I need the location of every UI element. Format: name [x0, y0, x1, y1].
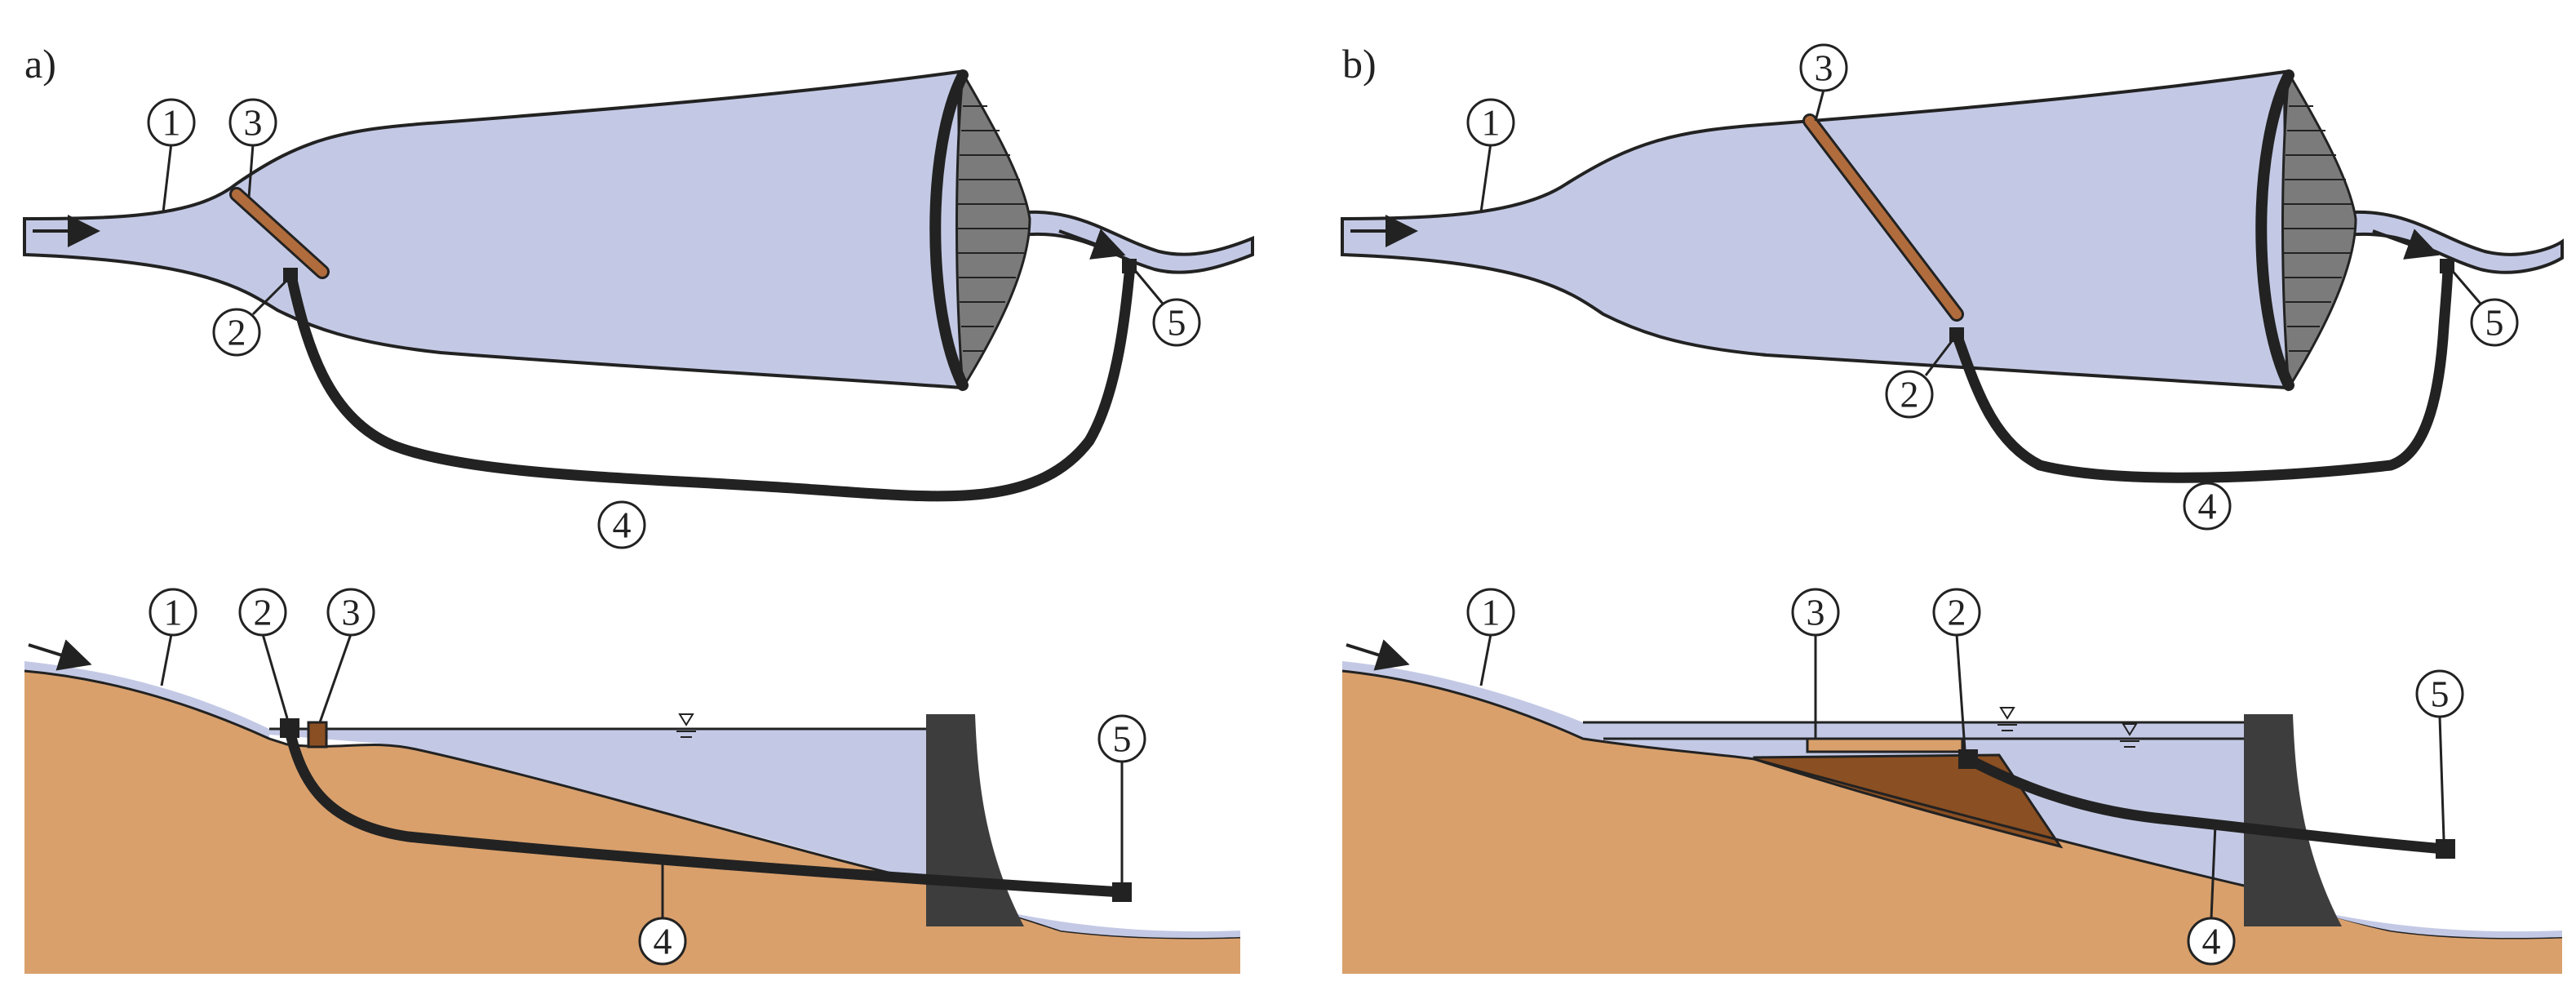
panel-b-section: 1 3 2 5 4: [1341, 588, 2563, 974]
svg-text:1: 1: [164, 592, 183, 633]
pipe-outlet-section-b: [2436, 839, 2455, 859]
marker-1-section: 1: [149, 588, 197, 686]
marker-4-section-b: 4: [2187, 824, 2236, 966]
svg-text:1: 1: [1482, 592, 1501, 633]
svg-text:3: 3: [1807, 592, 1825, 633]
svg-text:2: 2: [1948, 592, 1966, 633]
pipe-outlet-section: [1112, 882, 1132, 902]
svg-text:3: 3: [1815, 47, 1833, 89]
panel-a-label: a): [24, 41, 56, 87]
water-level-symbol-high: [1997, 707, 2017, 731]
svg-text:5: 5: [1168, 302, 1186, 344]
svg-text:2: 2: [254, 592, 273, 633]
marker-2-b: 2: [1885, 340, 1953, 419]
svg-text:5: 5: [1113, 718, 1132, 760]
water-level-symbol-low: [2120, 723, 2139, 748]
marker-1: 1: [147, 98, 196, 213]
dam-spillway-shade-b: [2281, 69, 2357, 392]
panel-b-label: b): [1342, 41, 1377, 87]
svg-text:2: 2: [1900, 374, 1919, 415]
svg-text:4: 4: [2202, 921, 2221, 962]
log-boom-b: [1805, 116, 1962, 319]
pipe-intake-b: [1949, 327, 1964, 342]
marker-3-section-b: 3: [1791, 588, 1840, 739]
pipe-intake-section-b: [1958, 749, 1978, 769]
svg-text:5: 5: [2431, 673, 2450, 715]
svg-text:3: 3: [342, 592, 361, 633]
log-boom-section: [307, 721, 328, 748]
tailwater-film-b: [2293, 906, 2562, 939]
dam-hatch-b: [2284, 105, 2354, 352]
water-level-symbol: [676, 713, 696, 738]
marker-5: 5: [1133, 269, 1201, 347]
svg-text:1: 1: [1482, 102, 1501, 144]
marker-1-b: 1: [1466, 98, 1515, 213]
dam-crest: [929, 69, 969, 391]
pipe-intake-section: [280, 718, 299, 738]
inflow-water-film: [24, 661, 269, 739]
marker-5-section-b: 5: [2415, 669, 2464, 840]
log-boom-section-b: [1806, 737, 1964, 753]
bypass-pipe: [286, 260, 1136, 502]
inflow-arrow-section-b: [1346, 639, 1410, 671]
outflow-arrow-b: [2372, 229, 2440, 260]
marker-2: 2: [212, 280, 287, 357]
inflow-arrow-section: [28, 639, 92, 671]
marker-2-section: 2: [238, 588, 289, 719]
dam-section: [926, 714, 1024, 926]
outflow-arrow: [1058, 229, 1126, 260]
panel-a-plan: a): [23, 41, 1254, 549]
marker-4-b: 4: [2183, 482, 2232, 531]
marker-5-section: 5: [1097, 714, 1146, 882]
panel-a-section: 1 2 3 5 4: [24, 588, 1241, 974]
dam-section-b: [2244, 714, 2342, 926]
log-boom: [232, 189, 327, 277]
bypass-pipe-section-b: [1962, 753, 2450, 855]
svg-text:3: 3: [244, 102, 263, 144]
marker-3-b: 3: [1799, 43, 1848, 122]
svg-text:1: 1: [162, 102, 181, 144]
marker-1-section-b: 1: [1466, 588, 1515, 686]
marker-2-section-b: 2: [1932, 588, 1981, 750]
reservoir-water-section: [269, 729, 926, 882]
dam-spillway-shade: [955, 69, 1031, 392]
pipe-intake: [283, 268, 298, 282]
panel-b-plan: b) 1: [1341, 41, 2564, 531]
marker-4: 4: [597, 500, 646, 549]
marker-3-section: 3: [318, 588, 375, 723]
marker-4-section: 4: [638, 855, 687, 966]
dam-crest-b: [2255, 69, 2294, 391]
svg-text:4: 4: [654, 921, 672, 962]
tailwater-film: [979, 906, 1240, 939]
ground-line: [24, 669, 1241, 939]
ground-line-b: [1341, 669, 2563, 939]
svg-text:4: 4: [2198, 486, 2217, 527]
marker-3: 3: [228, 98, 277, 198]
svg-text:2: 2: [228, 312, 246, 353]
dam-hatch: [958, 105, 1028, 352]
pipe-outlet: [1122, 259, 1137, 273]
bypass-pipe-section: [284, 725, 1128, 898]
svg-text:5: 5: [2485, 302, 2504, 344]
svg-text:4: 4: [613, 504, 632, 546]
bypass-pipe-b: [1951, 260, 2454, 483]
inflow-water-film-b: [1342, 661, 1583, 739]
marker-5-b: 5: [2450, 269, 2519, 347]
